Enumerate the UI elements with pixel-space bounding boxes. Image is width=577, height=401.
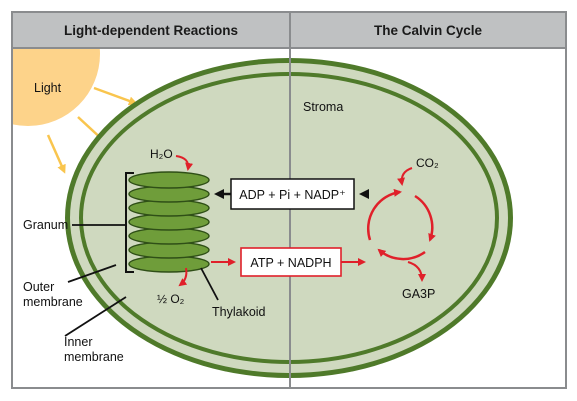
- water-arrow: [175, 155, 194, 171]
- granum-bracket: [125, 172, 134, 273]
- header-calvin-cycle: The Calvin Cycle: [291, 11, 565, 49]
- inner-membrane-label-2: membrane: [64, 350, 124, 364]
- adp-label: ADP + Pi + NADP⁺: [239, 188, 345, 202]
- oxygen-label: ½ O₂: [157, 292, 185, 306]
- header-light-dependent: Light-dependent Reactions: [13, 11, 289, 49]
- sun-ray: [46, 134, 66, 174]
- sun-ray: [93, 86, 138, 106]
- outer-membrane-label: Outer: [23, 280, 54, 294]
- light-label: Light: [34, 81, 62, 95]
- water-label: H₂O: [150, 147, 173, 161]
- atp-label: ATP + NADPH: [250, 256, 331, 270]
- oxygen-arrow: [178, 267, 188, 287]
- outer-membrane-label-2: membrane: [23, 295, 83, 309]
- inner-membrane-label: Inner: [64, 335, 93, 349]
- frame-border-left: [11, 11, 13, 389]
- thylakoid-label: Thylakoid: [212, 305, 266, 319]
- co2-arrow: [397, 167, 413, 186]
- co2-label: CO₂: [416, 156, 439, 170]
- stroma-label: Stroma: [303, 100, 343, 114]
- granum-label: Granum: [23, 218, 68, 232]
- granum-stack: [128, 171, 210, 273]
- thylakoid-disc: [128, 171, 210, 189]
- sun-icon: [13, 49, 100, 126]
- frame-border-right: [565, 11, 567, 389]
- inner-membrane-leader: [64, 296, 127, 337]
- ga3p-label: GA3P: [402, 287, 435, 301]
- ga3p-arrow: [407, 261, 426, 282]
- adp-box: [230, 178, 355, 210]
- thylakoid-leader: [200, 267, 219, 301]
- divider-overlay: [289, 49, 291, 387]
- outer-membrane-leader: [67, 264, 117, 283]
- cycle-arrows-icon: [366, 188, 436, 261]
